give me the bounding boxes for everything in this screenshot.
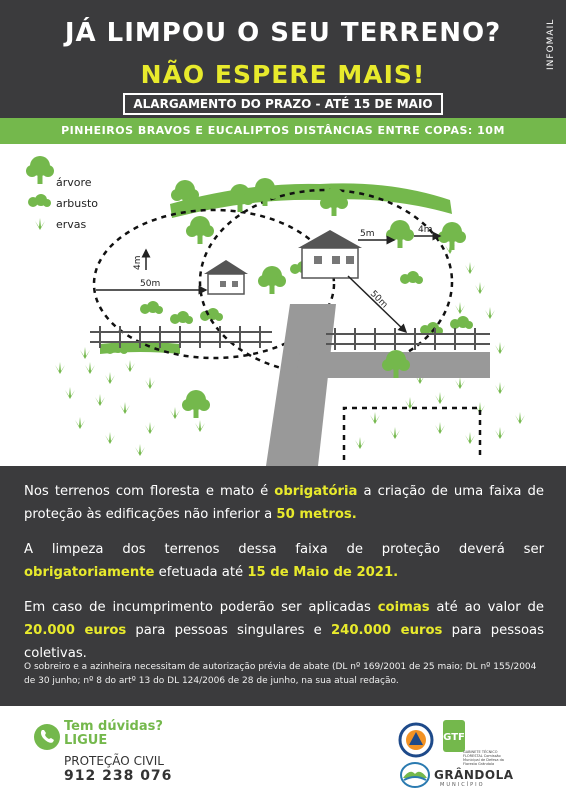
protection-zone-illustration: árvore arbusto ervas [0, 144, 566, 466]
infomail-label: INFOMAIL [546, 18, 556, 70]
help-prompt: Tem dúvidas? LIGUE [64, 720, 163, 748]
info-paragraph-3: Em caso de incumprimento poderão ser apl… [24, 596, 544, 665]
tree-icon [386, 220, 414, 248]
text: até ao valor de [429, 600, 544, 615]
footer: Tem dúvidas? LIGUE PROTEÇÃO CIVIL 912 23… [0, 706, 566, 800]
fence [90, 326, 490, 350]
legend-grass-label: ervas [56, 218, 87, 231]
legal-note: O sobreiro e a azinheira necessitam de a… [24, 662, 537, 686]
tree-legend-icon [26, 156, 54, 184]
deadline-banner: ALARGAMENTO DO PRAZO - ATÉ 15 DE MAIO [123, 93, 443, 115]
text: para pessoas coletivas. [24, 623, 544, 661]
label-height-4m: 4m [133, 256, 143, 271]
civil-protection-label: PROTEÇÃO CIVIL [64, 754, 164, 768]
legend-tree-label: árvore [56, 176, 92, 189]
highlight: coimas [377, 600, 430, 615]
civil-protection-logo [398, 722, 434, 758]
municipality-name: GRÂNDOLA [434, 768, 514, 782]
label-50m-diagonal: 50m [368, 289, 389, 310]
header: JÁ LIMPOU O SEU TERRENO? NÃO ESPERE MAIS… [0, 0, 566, 118]
text: para pessoas singulares e [126, 623, 331, 638]
legend-shrub-label: arbusto [56, 197, 98, 210]
label-4m: 4m [418, 225, 433, 235]
municipality-label: MUNICÍPIO [440, 782, 485, 788]
illustration-svg: árvore arbusto ervas [26, 156, 525, 466]
info-panel: Nos terrenos com floresta e mato é obrig… [0, 466, 566, 706]
tree-icon [186, 216, 214, 244]
help-question: Tem dúvidas? [64, 719, 163, 734]
distance-bar: PINHEIROS BRAVOS E EUCALIPTOS DISTÂNCIAS… [0, 118, 566, 144]
gtf-text: GABINETE TÉCNICO FLORESTAL Comissão Muni… [463, 750, 504, 766]
tree-icon [258, 266, 286, 294]
page-subtitle: NÃO ESPERE MAIS! [140, 60, 426, 89]
shrub-legend-icon [28, 194, 51, 207]
text: Nos terrenos com floresta e mato é [24, 484, 275, 499]
help-call: LIGUE [64, 733, 108, 748]
label-50m-left: 50m [140, 279, 160, 289]
info-paragraph-2: A limpeza dos terrenos dessa faixa de pr… [24, 538, 544, 584]
highlight: 50 metros. [276, 507, 357, 522]
house-large [298, 230, 362, 279]
text: Em caso de incumprimento poderão ser apl… [24, 600, 378, 615]
grass-legend-icon [35, 218, 45, 230]
page-title: JÁ LIMPOU O SEU TERRENO? [64, 18, 502, 48]
phone-number[interactable]: 912 238 076 [64, 768, 173, 784]
gtf-logo: GTF [443, 720, 465, 752]
tree-icon [182, 390, 210, 418]
text: a criação de uma faixa de proteção às ed… [24, 484, 544, 522]
highlight: obrigatória [274, 484, 358, 499]
text: A limpeza dos terrenos dessa faixa de pr… [24, 542, 544, 557]
legend: árvore arbusto ervas [26, 156, 98, 231]
info-paragraph-1: Nos terrenos com floresta e mato é obrig… [24, 480, 544, 526]
grandola-logo-icon [400, 762, 430, 788]
highlight: 15 de Maio de 2021. [247, 565, 399, 580]
phone-icon [34, 724, 60, 750]
highlight: 240.000 euros [331, 623, 443, 638]
measurements [96, 231, 442, 334]
house-small [204, 260, 248, 295]
highlight: 20.000 euros [24, 623, 127, 638]
svg-text:GTF: GTF [443, 732, 465, 743]
highlight: obrigatoriamente [24, 565, 155, 580]
text: efetuada até [154, 565, 248, 580]
label-5m: 5m [360, 229, 375, 239]
